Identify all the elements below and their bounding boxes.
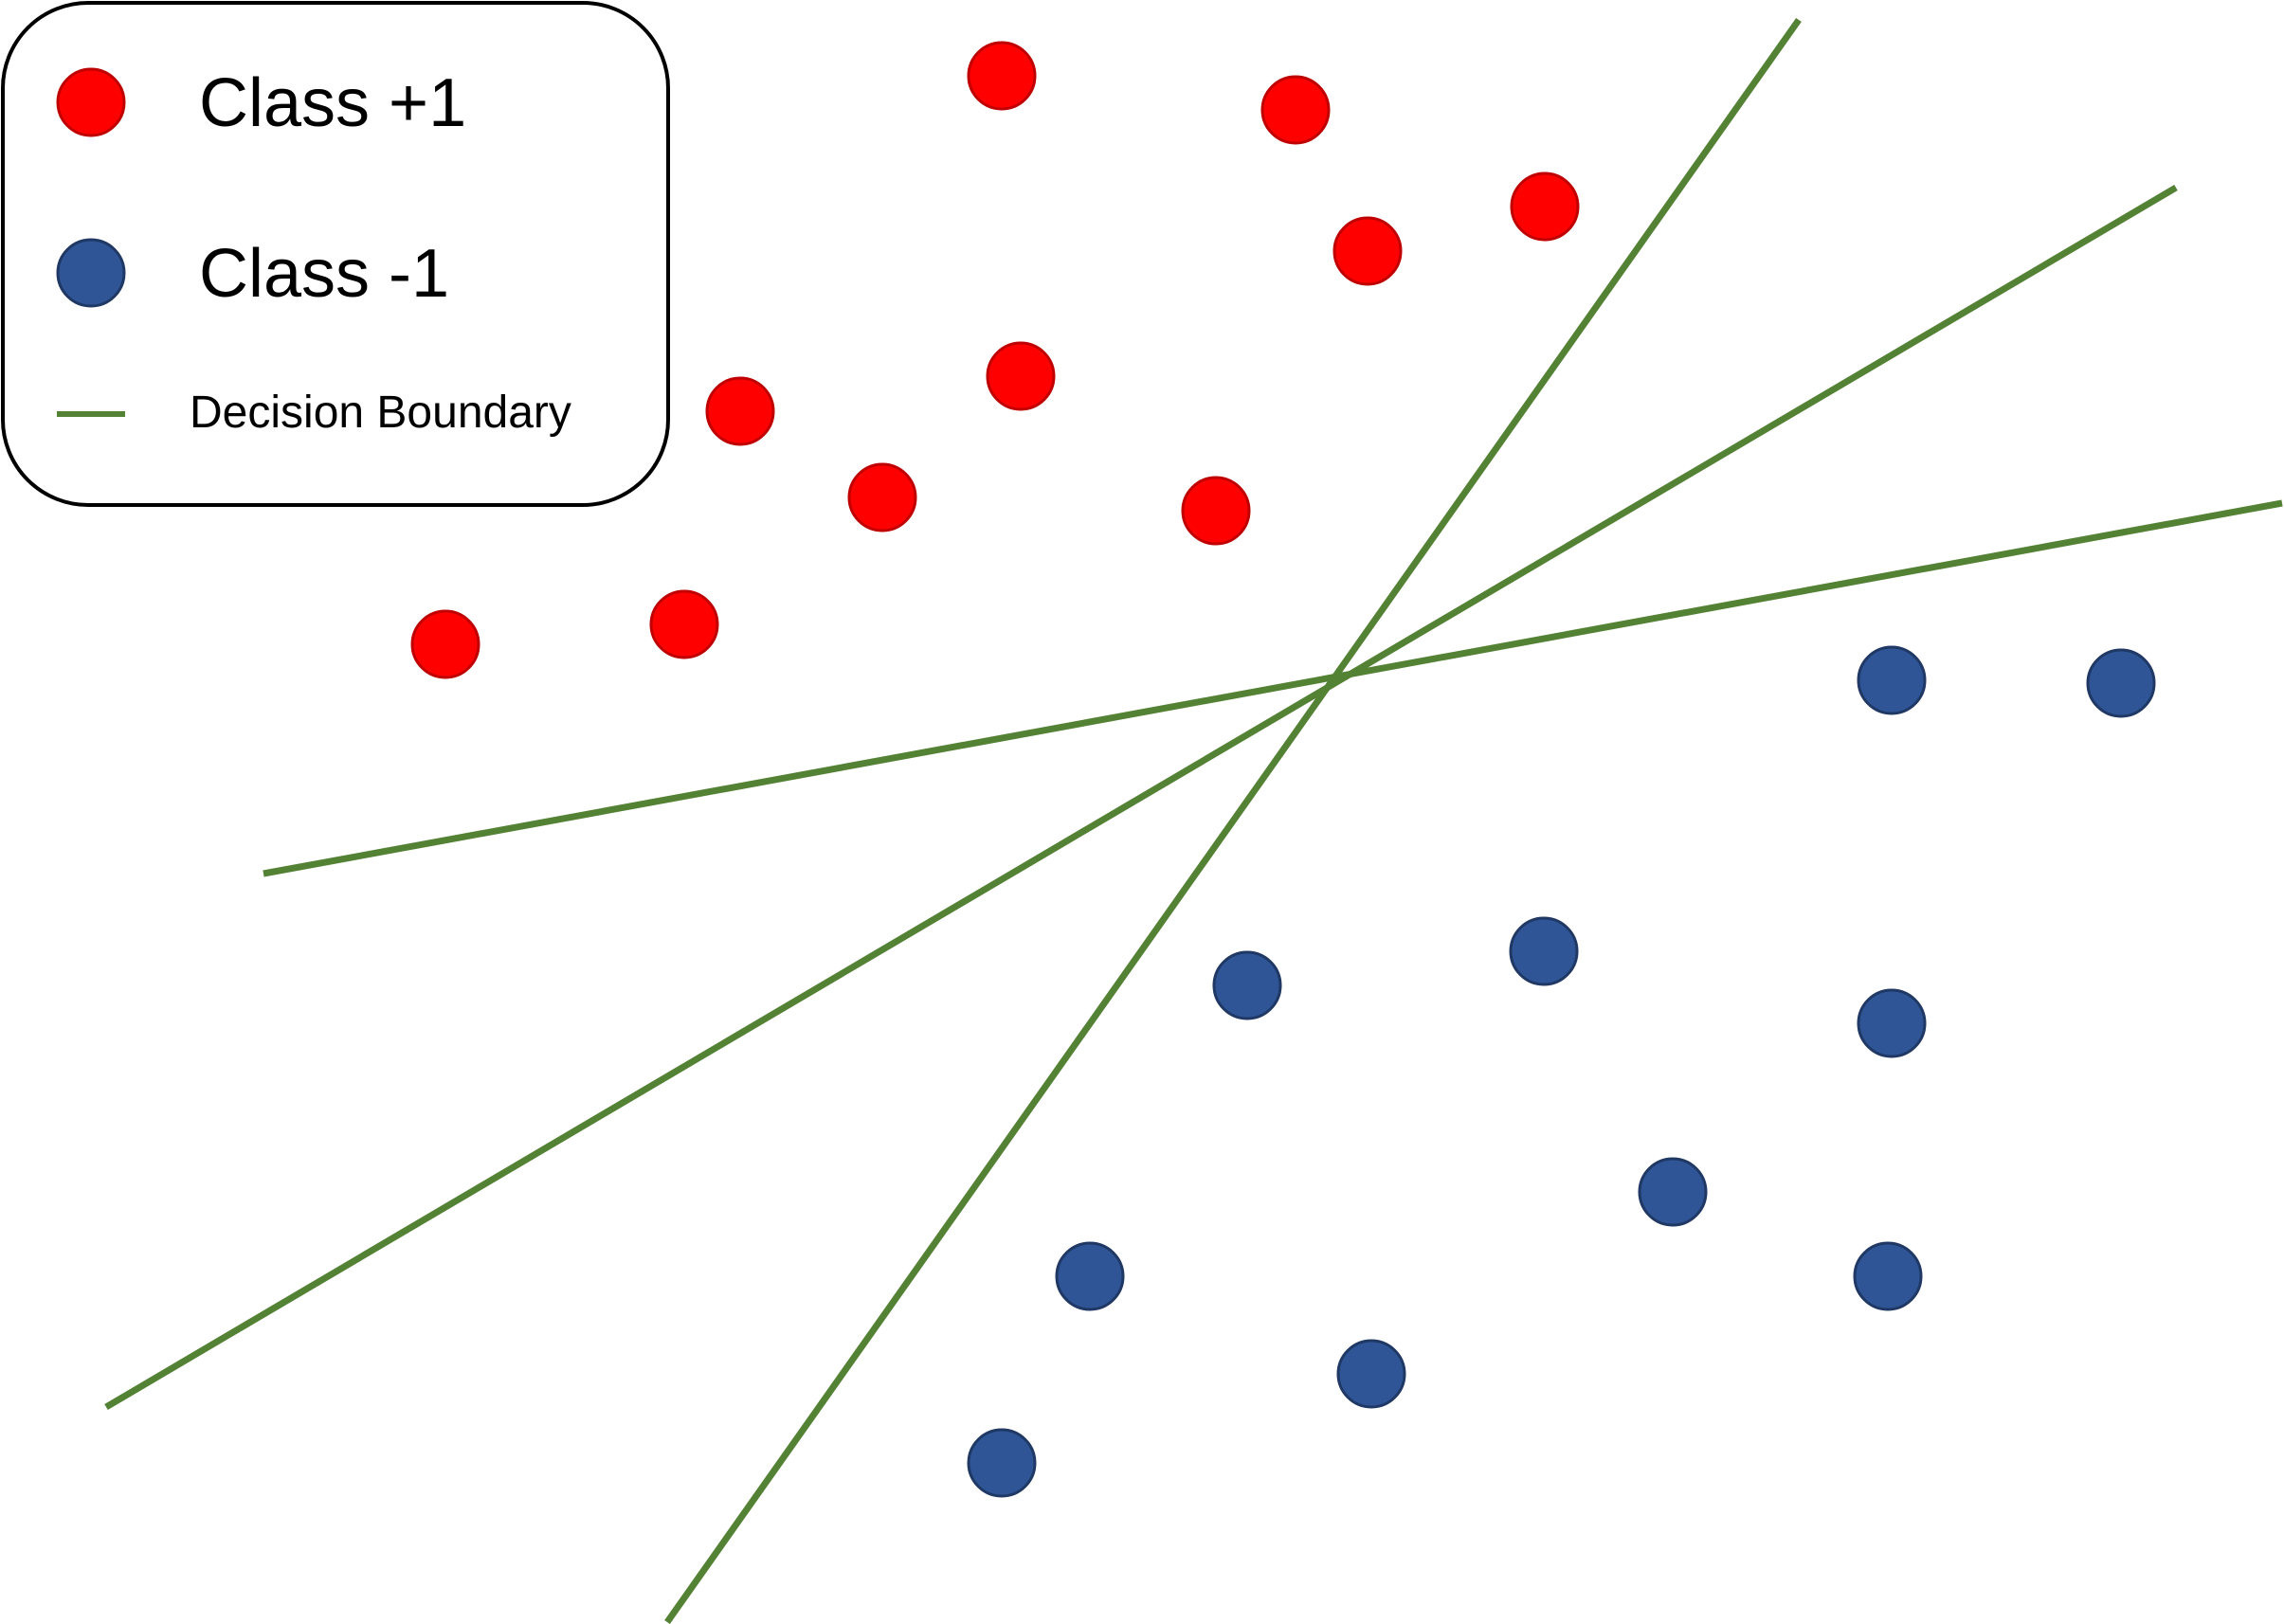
class-neg-point-7 <box>1055 1241 1125 1311</box>
class-pos-point-1 <box>967 41 1037 111</box>
class-neg-point-5 <box>1857 988 1927 1058</box>
class-neg-point-10 <box>967 1428 1037 1498</box>
class-pos-point-3 <box>1510 171 1580 242</box>
class-neg-point-8 <box>1853 1241 1923 1311</box>
class-pos-point-2 <box>1260 75 1331 145</box>
class-pos-point-7 <box>847 462 917 532</box>
decision-boundaries <box>104 17 2283 1624</box>
legend-class-pos-label: Class +1 <box>199 65 466 141</box>
legend-class-neg-marker <box>56 238 126 308</box>
legend: Class +1 Class -1 Decision Boundary <box>1 1 670 507</box>
decision-boundary-line-2 <box>104 184 2178 1411</box>
class-pos-point-9 <box>410 609 480 679</box>
legend-box <box>1 1 670 507</box>
legend-class-pos-marker <box>56 67 126 137</box>
legend-class-neg-label: Class -1 <box>199 236 449 312</box>
class-pos-point-6 <box>705 376 775 446</box>
class-pos-point-5 <box>986 341 1056 411</box>
decision-boundary-line-1 <box>664 17 1802 1624</box>
class-neg-point-9 <box>1336 1339 1406 1409</box>
class-neg-point-2 <box>2086 648 2156 718</box>
class-neg-point-6 <box>1638 1157 1708 1227</box>
data-points <box>410 41 2156 1498</box>
decision-boundary-line-3 <box>263 499 2283 877</box>
class-pos-point-4 <box>1332 216 1403 286</box>
legend-boundary-label: Decision Boundary <box>190 388 571 438</box>
class-neg-point-3 <box>1212 950 1282 1020</box>
class-neg-point-1 <box>1857 645 1927 715</box>
class-neg-point-4 <box>1509 916 1579 986</box>
class-pos-point-8 <box>1181 476 1251 546</box>
class-pos-point-10 <box>649 589 719 659</box>
